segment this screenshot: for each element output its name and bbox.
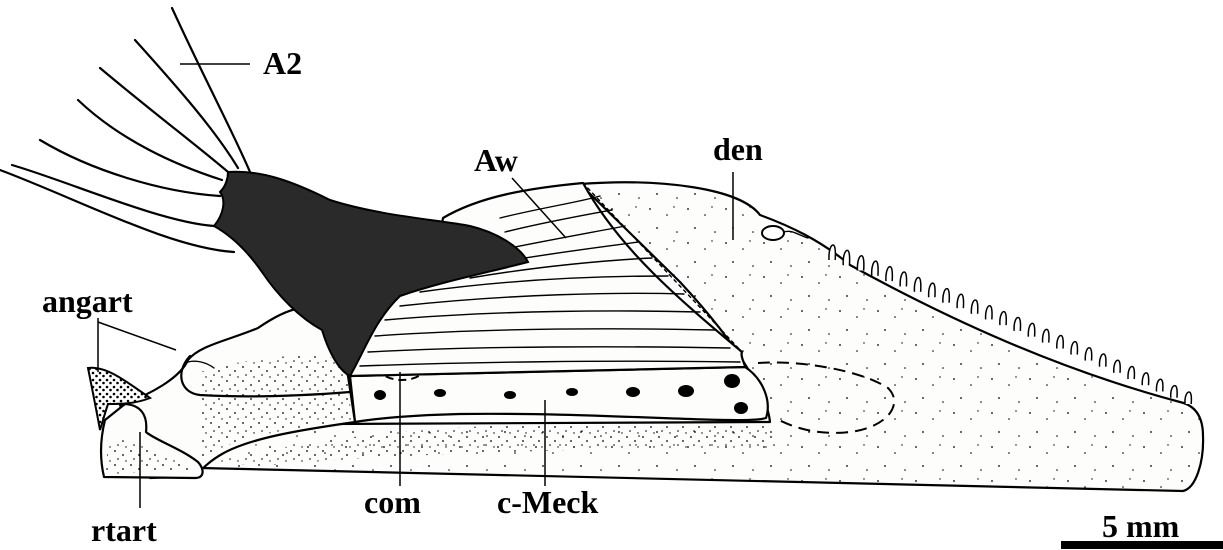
tooth: [1156, 379, 1162, 391]
tooth: [1099, 354, 1105, 367]
tooth: [843, 250, 849, 265]
label-angart: angart: [42, 283, 133, 319]
tooth: [1014, 317, 1020, 330]
label-den: den: [713, 131, 763, 167]
tooth: [1185, 392, 1191, 404]
tooth: [1071, 342, 1077, 355]
tooth: [1114, 360, 1120, 373]
tooth: [1171, 386, 1177, 398]
tooth: [1085, 348, 1091, 361]
tooth: [886, 267, 892, 282]
tooth: [914, 278, 920, 292]
tooth: [971, 300, 977, 314]
tooth: [1028, 323, 1034, 336]
label-rtart: rtart: [91, 512, 157, 548]
label-com: com: [364, 484, 421, 520]
tooth: [857, 256, 863, 271]
label-c-meck: c-Meck: [497, 484, 598, 520]
tooth: [1128, 367, 1134, 379]
dentary-foramen: [762, 226, 784, 240]
tooth: [1057, 335, 1063, 348]
tooth: [957, 294, 963, 308]
tooth: [929, 283, 935, 297]
tooth: [1000, 312, 1006, 326]
scale-bar-label: 5 mm: [1102, 508, 1180, 544]
scale-bar-line: [1061, 541, 1223, 549]
tooth: [986, 306, 992, 320]
tooth: [1043, 329, 1049, 342]
tooth: [943, 289, 949, 303]
tooth: [1142, 373, 1148, 385]
tooth: [829, 245, 835, 260]
label-a2: A2: [263, 45, 302, 81]
label-aw: Aw: [474, 142, 518, 178]
tooth: [872, 261, 878, 276]
tooth: [900, 272, 906, 286]
scale-bar: 5 mm: [1061, 508, 1223, 549]
